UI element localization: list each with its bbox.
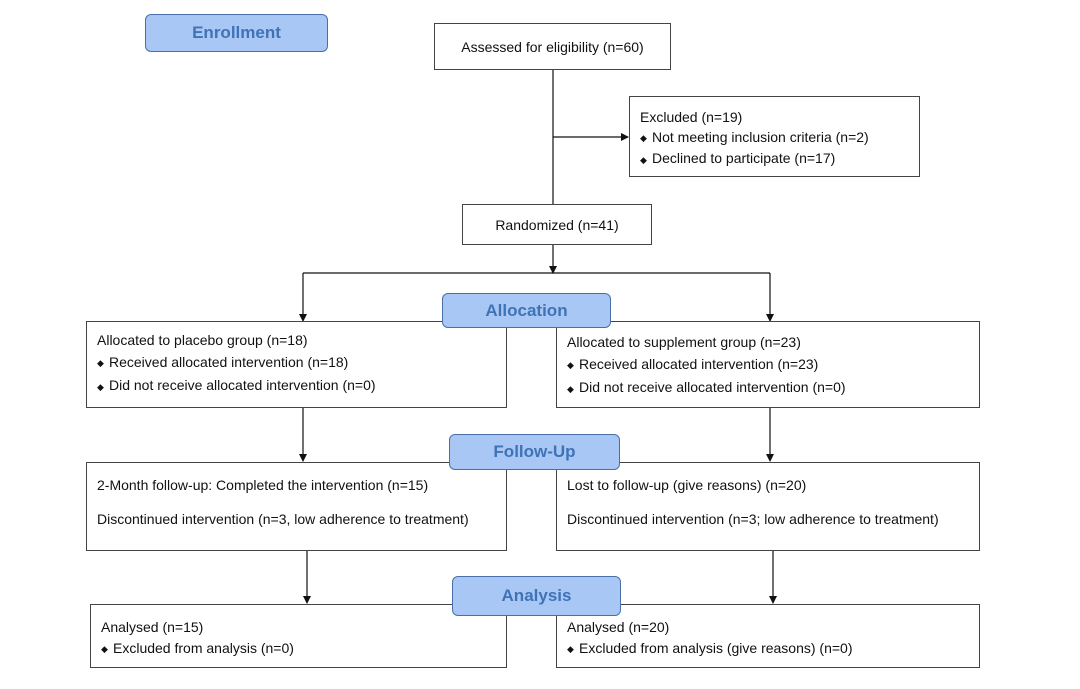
placebo-allocation-box: Allocated to placebo group (n=18) ◆Recei… bbox=[86, 321, 507, 408]
stage-allocation: Allocation bbox=[442, 293, 611, 328]
excluded-item: ◆Not meeting inclusion criteria (n=2) bbox=[640, 127, 909, 148]
stage-analysis-label: Analysis bbox=[501, 586, 572, 605]
placebo-analysis-item: ◆Excluded from analysis (n=0) bbox=[101, 638, 496, 659]
supplement-analysis-box: Analysed (n=20) ◆Excluded from analysis … bbox=[556, 604, 980, 668]
placebo-followup-box: 2-Month follow-up: Completed the interve… bbox=[86, 462, 507, 551]
randomized-text: Randomized (n=41) bbox=[495, 216, 619, 233]
supplement-allocation-title: Allocated to supplement group (n=23) bbox=[567, 334, 801, 350]
supplement-analysis-title: Analysed (n=20) bbox=[567, 619, 670, 635]
excluded-title: Excluded (n=19) bbox=[640, 109, 743, 125]
stage-followup: Follow-Up bbox=[449, 434, 620, 470]
bullet-icon: ◆ bbox=[640, 133, 647, 144]
placebo-analysis-title: Analysed (n=15) bbox=[101, 619, 204, 635]
bullet-icon: ◆ bbox=[567, 644, 574, 655]
supplement-allocation-box: Allocated to supplement group (n=23) ◆Re… bbox=[556, 321, 980, 408]
supplement-followup-line1: Lost to follow-up (give reasons) (n=20) bbox=[567, 477, 807, 493]
stage-allocation-label: Allocation bbox=[485, 300, 568, 320]
excluded-box: Excluded (n=19) ◆Not meeting inclusion c… bbox=[629, 96, 920, 177]
stage-enrollment-label: Enrollment bbox=[192, 23, 281, 42]
stage-followup-label: Follow-Up bbox=[493, 442, 576, 461]
supplement-followup-line2: Discontinued intervention (n=3; low adhe… bbox=[567, 511, 939, 527]
placebo-analysis-box: Analysed (n=15) ◆Excluded from analysis … bbox=[90, 604, 507, 668]
bullet-icon: ◆ bbox=[101, 644, 108, 655]
excluded-item: ◆Declined to participate (n=17) bbox=[640, 148, 909, 169]
bullet-icon: ◆ bbox=[567, 360, 574, 371]
supplement-allocation-item: ◆Received allocated intervention (n=23) bbox=[567, 354, 969, 375]
bullet-icon: ◆ bbox=[567, 383, 574, 394]
placebo-allocation-item: ◆Did not receive allocated intervention … bbox=[97, 375, 496, 396]
placebo-allocation-item: ◆Received allocated intervention (n=18) bbox=[97, 352, 496, 373]
supplement-allocation-item: ◆Did not receive allocated intervention … bbox=[567, 377, 969, 398]
placebo-followup-line1: 2-Month follow-up: Completed the interve… bbox=[97, 477, 429, 493]
supplement-followup-box: Lost to follow-up (give reasons) (n=20) … bbox=[556, 462, 980, 551]
supplement-analysis-item: ◆Excluded from analysis (give reasons) (… bbox=[567, 638, 969, 659]
bullet-icon: ◆ bbox=[97, 358, 104, 369]
bullet-icon: ◆ bbox=[640, 154, 647, 165]
placebo-followup-line2: Discontinued intervention (n=3, low adhe… bbox=[97, 511, 469, 527]
randomized-box: Randomized (n=41) bbox=[462, 204, 652, 245]
stage-enrollment: Enrollment bbox=[145, 14, 328, 52]
assessed-text: Assessed for eligibility (n=60) bbox=[461, 38, 644, 55]
assessed-box: Assessed for eligibility (n=60) bbox=[434, 23, 671, 70]
bullet-icon: ◆ bbox=[97, 381, 104, 392]
stage-analysis: Analysis bbox=[452, 576, 621, 616]
placebo-allocation-title: Allocated to placebo group (n=18) bbox=[97, 332, 308, 348]
